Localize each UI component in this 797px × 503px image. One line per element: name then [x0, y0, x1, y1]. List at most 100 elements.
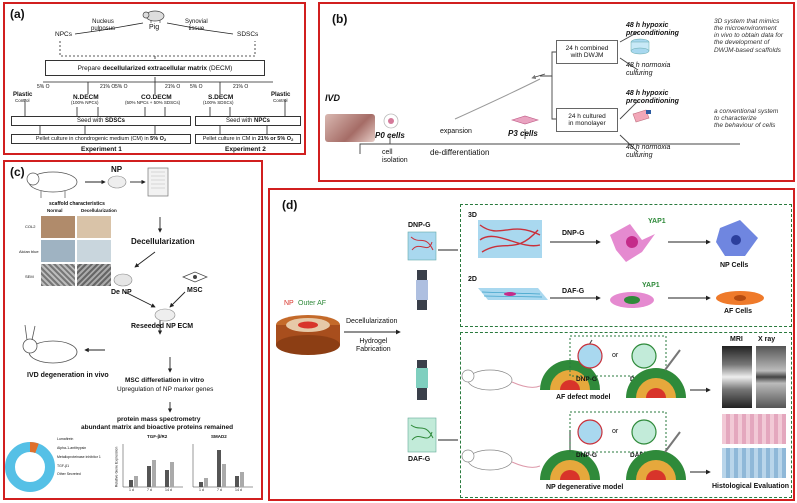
micrograph-sem-normal: [41, 264, 75, 286]
de-np-icon: [113, 273, 133, 287]
label-2d: 2D: [468, 276, 477, 283]
np-tissue-icon: [107, 175, 127, 189]
prepare-decm-box: Prepare decellularized extracellular mat…: [45, 60, 265, 76]
seed-sdscs-box: Seed with SDSCs: [11, 116, 191, 126]
dnpg-label: DNP-G: [408, 222, 431, 229]
rat-icon-2: [461, 449, 541, 471]
nucleus-pulposus-label: Nucleus pulposus: [91, 19, 116, 32]
o2-5-label-2: 5% O: [115, 84, 128, 90]
micrograph-col2-decell: [77, 216, 111, 238]
panel-c-connectors: [84, 179, 186, 413]
hydrogel-choice-1: [569, 335, 667, 377]
np-label-d: NP: [284, 300, 294, 307]
o2-21-label-1: 21% O: [100, 84, 116, 90]
p3-cells-label: P3 cells: [508, 129, 538, 138]
seed-npcs-box: Seed with NPCs: [195, 116, 301, 126]
hypoxic-preconditioning-1: 48 h hypoxic preconditioning: [626, 22, 679, 37]
chart-ylabel: Relative Gene Expression: [114, 446, 119, 488]
dafg-label: DAF-G: [408, 456, 431, 463]
proteomics-label-1: protein mass spectrometry: [117, 416, 201, 423]
af-cells-label: AF Cells: [724, 308, 753, 315]
arrow-dnpg-label: DNP-G: [562, 230, 585, 237]
reseeded-ecm-icon: [154, 308, 176, 322]
mri-image: [722, 346, 752, 408]
panel-b-connectors: [359, 31, 740, 154]
panel-d-label: (d): [282, 198, 298, 212]
af-defect-model-label: AF defect model: [556, 394, 611, 401]
de-np-label: De NP: [111, 289, 132, 296]
panel-a: (a) Pig Nucleus pulposus Synovial tissue…: [3, 2, 306, 155]
desc-3d-system: 3D system that mimics the microenvironme…: [714, 18, 784, 54]
desc-conventional-system: a conventional system to characterize th…: [714, 108, 779, 130]
chart2-xlabel: 1 d: [199, 488, 204, 492]
treated-disc-2: [626, 431, 686, 480]
histology-image-2: [722, 448, 786, 478]
dedifferentiation-label: de-differentiation: [430, 148, 490, 157]
ivd-photo: [325, 114, 375, 142]
ivd-tissue-icon: [276, 315, 340, 355]
hypoxic-preconditioning-2: 48 h hypoxic preconditioning: [626, 90, 679, 105]
2d-gel-surface: [478, 288, 548, 300]
reseeded-ecm-label: Reseeded NP ECM: [131, 323, 194, 330]
legend-item: Lumafirein: [57, 437, 74, 441]
micrograph-col2-normal: [41, 216, 75, 238]
chart1-xlabel: 14 d: [165, 488, 172, 492]
panel-b: (b) IVD cell isolation P0 cells expansio…: [318, 2, 795, 182]
micrograph-alcian-decell: [77, 240, 111, 262]
chart2-title: SMAD2: [211, 434, 227, 439]
np-cell-icon: [716, 220, 758, 256]
micrograph-sem-decell: [77, 264, 111, 286]
panel-c: (c) NP scaffold characteristics Normal D…: [3, 160, 263, 500]
normoxia-culturing-2: 48 h normoxia culturing: [626, 144, 671, 159]
o2-5-label-3: 5% O: [190, 84, 203, 90]
p0-cells-label: P0 cells: [375, 131, 405, 140]
sdecm-sub: (100% SDSCs): [203, 100, 234, 105]
chart1-xlabel: 1 d: [129, 488, 134, 492]
row-col2: COL2: [25, 224, 36, 229]
2d-pathway-arrows: [550, 295, 711, 301]
chart2-xlabel: 7 d: [217, 488, 222, 492]
histological-evaluation-label: Histological Evaluation: [712, 483, 790, 490]
o2-5-label-1: 5% O: [37, 84, 50, 90]
ivd-degeneration-label: IVD degeneration in vivo: [27, 372, 109, 379]
row-alcian: Alcian blue: [19, 249, 39, 254]
decellularization-label: Decellularization: [131, 237, 195, 246]
ndecm-label: N.DECM: [73, 94, 99, 101]
yap1-label-1: YAP1: [648, 218, 666, 225]
or-label-1: or: [612, 352, 619, 359]
msc-cell-icon: [182, 271, 208, 283]
dafg-hydrogel-icon: [407, 417, 437, 453]
in-vivo-dashed-box: [460, 332, 792, 498]
legend-item: TGF-β1: [57, 463, 70, 468]
outer-af-label: Outer AF: [298, 300, 327, 307]
rat-icon-1: [461, 369, 541, 391]
xray-image: [756, 346, 786, 408]
plastic-control-1-sub: Control: [15, 98, 30, 103]
vial-icon-2: [416, 360, 428, 400]
combined-dwjm-box: 24 h combined with DWJM: [556, 40, 618, 64]
upregulation-label: Upregulation of NP marker genes: [117, 386, 214, 393]
dnpg-hydrogel-icon: [407, 231, 437, 261]
hydrogel-fabrication-label: Hydrogel Fabrication: [356, 338, 391, 353]
p3-cell-icon: [510, 115, 540, 125]
msc-label: MSC: [187, 287, 203, 294]
col-normal: Normal: [47, 208, 63, 213]
rabbit-icon: [22, 324, 78, 364]
ivd-label: IVD: [325, 93, 341, 103]
panel-c-label: (c): [10, 165, 25, 179]
eval-arrows: [690, 387, 711, 475]
3d-fiber-scaffold: [478, 220, 542, 258]
disc-cross-section-2: [540, 430, 600, 480]
dnpg-option-2: DNP-G: [576, 452, 597, 459]
col-decellularization: Decellularization: [81, 208, 117, 213]
3d-pathway-arrows: [550, 239, 711, 245]
panel-d-arrows: [344, 249, 458, 441]
arrow-dafg-label: DAF-G: [562, 288, 585, 295]
proteomics-label-2: abundant matrix and bioactive proteins r…: [81, 424, 234, 431]
codecm-label: CO.DECM: [141, 94, 172, 101]
xray-label: X ray: [758, 336, 776, 343]
panel-a-connectors: [24, 22, 286, 134]
monolayer-box: 24 h cultured in monolayer: [556, 108, 618, 132]
panel-b-label: (b): [332, 12, 348, 26]
